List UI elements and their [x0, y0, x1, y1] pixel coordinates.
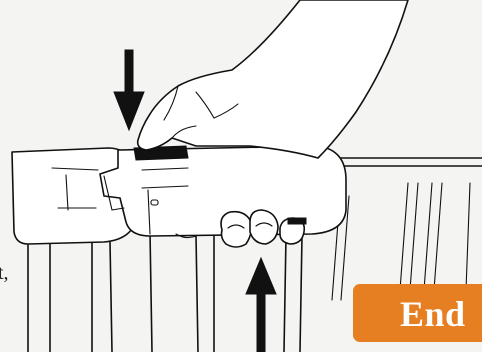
down-arrow-icon [114, 50, 144, 130]
up-arrow-icon [246, 258, 276, 352]
hand-illustration [138, 0, 408, 158]
end-badge-label: End [400, 293, 466, 335]
cropped-side-text: t, [0, 263, 9, 283]
gate-bars-right [332, 183, 470, 300]
end-badge: End [353, 284, 482, 342]
